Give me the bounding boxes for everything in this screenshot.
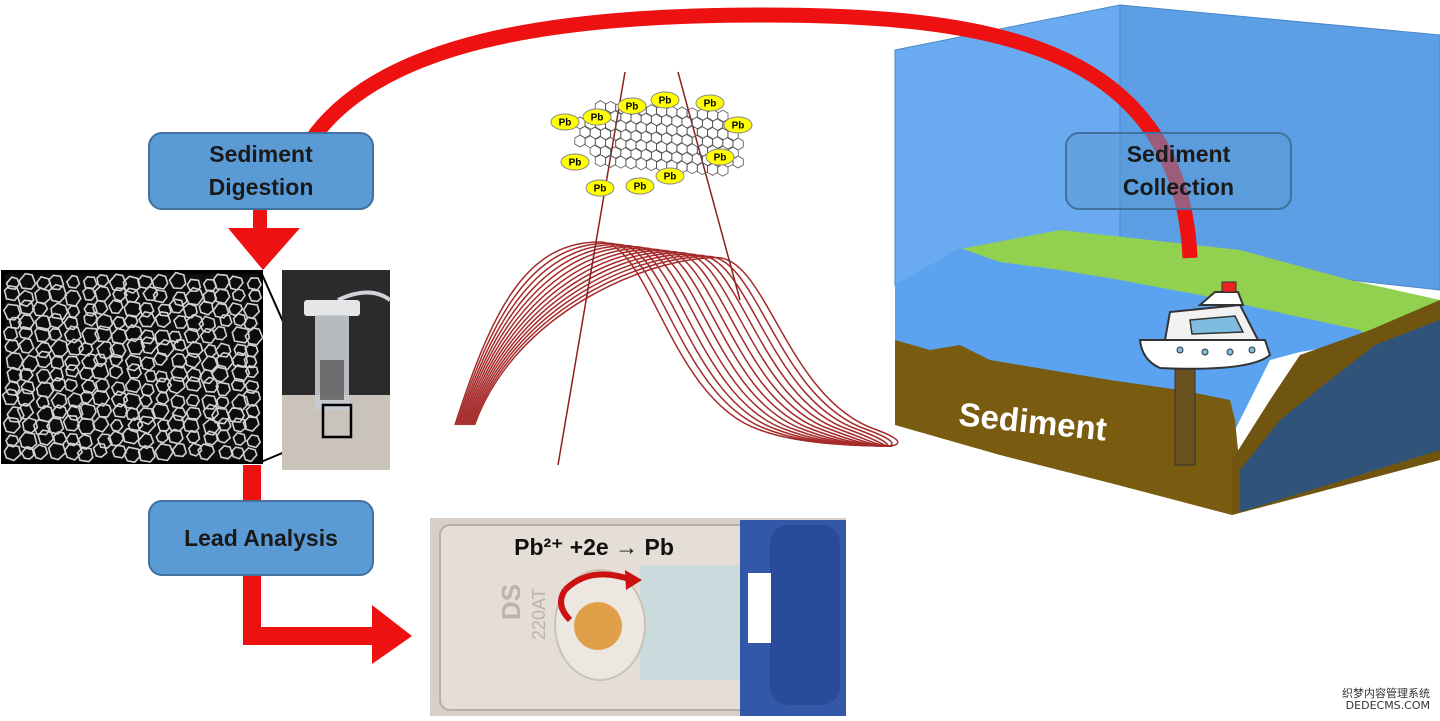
reaction-equation: Pb²⁺ +2e → Pb (514, 534, 674, 560)
pb-particle-label: Pb (569, 158, 582, 169)
voltammogram-curve (467, 252, 892, 446)
down-arrow (228, 205, 300, 270)
pb-particle-label: Pb (626, 102, 639, 113)
pb-particle-label: Pb (594, 184, 607, 195)
graphene-hexagon (646, 159, 656, 171)
graphene-hexagon (636, 158, 646, 170)
watermark-line2: DEDECMS.COM (1342, 700, 1430, 712)
tube-photo (282, 270, 390, 470)
voltammogram-curve (466, 250, 893, 446)
graphene-hexagon (718, 164, 728, 176)
voltammogram-curve (458, 244, 892, 446)
lake-scene: Sediment (895, 5, 1440, 515)
pb-particle-label: Pb (634, 182, 647, 193)
graphene-hexagon (616, 156, 626, 168)
pb-particle-label: Pb (704, 99, 717, 110)
pb-particle-label: Pb (591, 113, 604, 124)
pb-particle-label: Pb (559, 118, 572, 129)
graphene-pb-cluster: PbPbPbPbPbPbPbPbPbPbPb (551, 92, 752, 196)
graphene-hexagon (626, 157, 636, 169)
pb-particle-label: Pb (714, 153, 727, 164)
voltammogram-curve (472, 255, 893, 446)
pb-particle-label: Pb (664, 172, 677, 183)
electrode-model: 220AT (529, 588, 549, 640)
electrode-brand: DS (496, 584, 526, 620)
sem-micrograph (3, 272, 263, 462)
electrode-photo: DS 220AT Pb²⁺ +2e → Pb (430, 518, 846, 716)
voltammogram-curve (470, 254, 892, 446)
graphene-hexagon (687, 162, 697, 174)
pb-particle-label: Pb (659, 96, 672, 107)
sediment-digestion-box: Sediment Digestion (148, 132, 374, 210)
graphene-hexagon (595, 155, 605, 167)
graphene-hexagon (733, 156, 743, 168)
voltammogram-curve (469, 253, 893, 446)
sediment-collection-box: Sediment Collection (1065, 132, 1292, 210)
graphene-hexagon (575, 135, 585, 147)
watermark: 织梦内容管理系统 DEDECMS.COM (1342, 688, 1430, 712)
pb-particle-label: Pb (732, 121, 745, 132)
lead-analysis-box: Lead Analysis (148, 500, 374, 576)
core-sampler-pipe (1175, 355, 1195, 465)
